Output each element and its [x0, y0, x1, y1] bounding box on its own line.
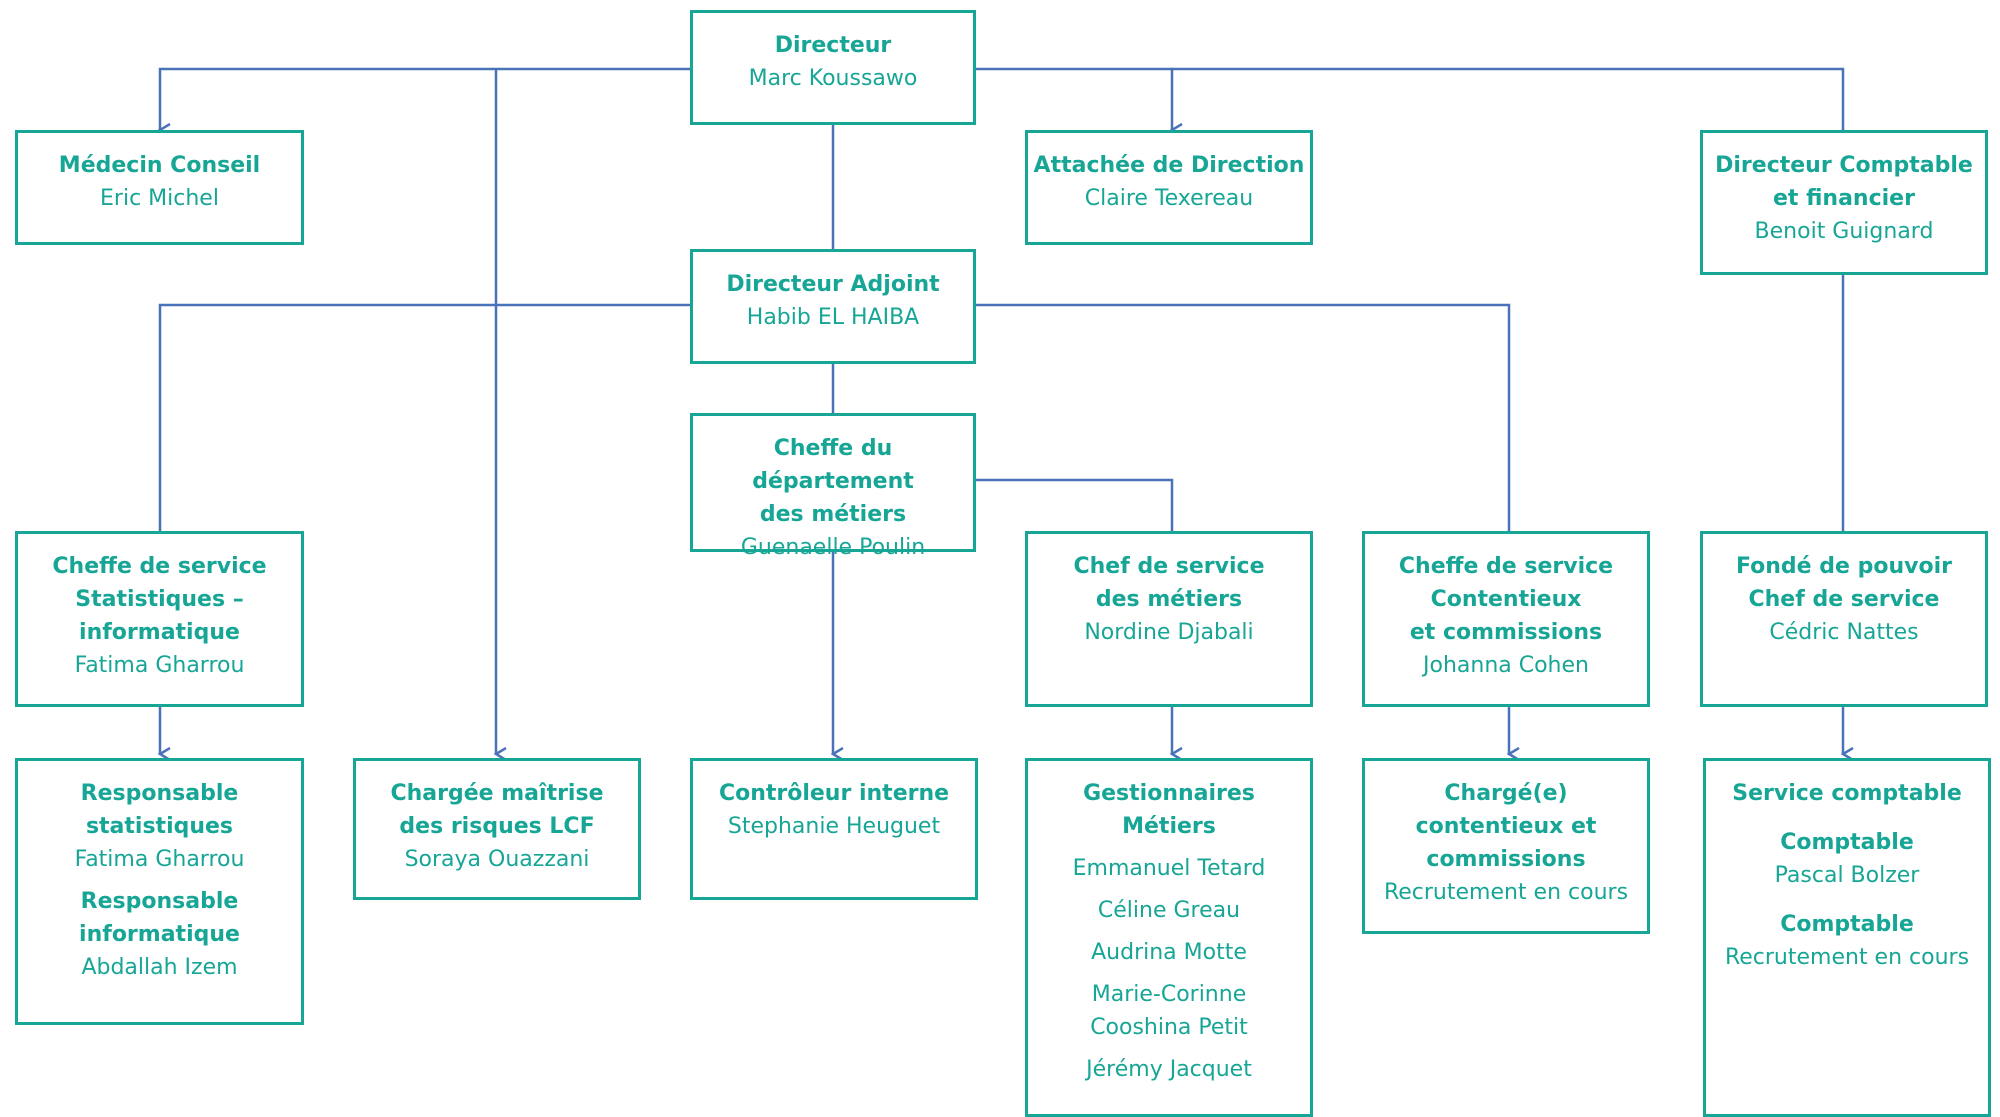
- line-directeur-medecin: [160, 67, 690, 130]
- gestionnaires-box: Gestionnaires Métiers Emmanuel Tetard Cé…: [1025, 758, 1313, 1117]
- directeur-box: Directeur Marc Koussawo: [690, 10, 976, 125]
- cheffe-departement-name: Guenaelle Poulin: [740, 535, 926, 560]
- charge-contentieux-box: Chargé(e) contentieux et commissions Rec…: [1362, 758, 1650, 934]
- gestionnaire-member: Céline Greau: [1097, 898, 1241, 923]
- responsable-statistiques-title: Responsable statistiques: [80, 781, 239, 839]
- directeur-name: Marc Koussawo: [748, 66, 918, 91]
- fonde-pouvoir-title: Fondé de pouvoir Chef de service: [1736, 554, 1952, 612]
- attachee-title: Attachée de Direction: [1033, 153, 1305, 178]
- comptable-1-name: Pascal Bolzer: [1774, 863, 1920, 888]
- gestionnaire-member: Marie-Corinne Cooshina Petit: [1090, 982, 1248, 1040]
- gestionnaire-member: Audrina Motte: [1091, 940, 1247, 965]
- directeur-comptable-title: Directeur Comptable et financier: [1715, 153, 1973, 211]
- directeur-adjoint-name: Habib EL HAIBA: [746, 305, 920, 330]
- line-directeur-attachee: [976, 67, 1172, 130]
- gestionnaire-member: Emmanuel Tetard: [1072, 856, 1266, 881]
- directeur-comptable-name: Benoit Guignard: [1754, 219, 1934, 244]
- charge-contentieux-title: Chargé(e) contentieux et commissions: [1415, 781, 1597, 872]
- medecin-title: Médecin Conseil: [58, 153, 261, 178]
- cheffe-contentieux-name: Johanna Cohen: [1423, 653, 1589, 678]
- controleur-box: Contrôleur interne Stephanie Heuguet: [690, 758, 978, 900]
- chargee-risques-name: Soraya Ouazzani: [404, 847, 590, 872]
- service-comptable-box: Service comptable Comptable Pascal Bolze…: [1703, 758, 1991, 1117]
- chef-metiers-name: Nordine Djabali: [1084, 620, 1254, 645]
- chargee-risques-title: Chargée maîtrise des risques LCF: [390, 781, 604, 839]
- gestionnaire-member: Jérémy Jacquet: [1086, 1057, 1252, 1082]
- fonde-pouvoir-name: Cédric Nattes: [1769, 620, 1919, 645]
- comptable-2-name: Recrutement en cours: [1724, 945, 1970, 970]
- responsable-informatique-title: Responsable informatique: [79, 889, 240, 947]
- chargee-risques-box: Chargée maîtrise des risques LCF Soraya …: [353, 758, 641, 900]
- cheffe-departement-title: Cheffe du département des métiers: [752, 436, 914, 527]
- cheffe-stat-name: Fatima Gharrou: [74, 653, 245, 678]
- directeur-comptable-box: Directeur Comptable et financier Benoit …: [1700, 130, 1988, 275]
- attachee-name: Claire Texereau: [1084, 186, 1254, 211]
- fonde-pouvoir-box: Fondé de pouvoir Chef de service Cédric …: [1700, 531, 1988, 707]
- chef-metiers-box: Chef de service des métiers Nordine Djab…: [1025, 531, 1313, 707]
- charge-contentieux-name: Recrutement en cours: [1383, 880, 1629, 905]
- responsable-statistiques-name: Fatima Gharrou: [74, 847, 245, 872]
- cheffe-contentieux-title: Cheffe de service Contentieux et commiss…: [1398, 554, 1614, 645]
- responsables-box: Responsable statistiques Fatima Gharrou …: [15, 758, 304, 1025]
- directeur-adjoint-box: Directeur Adjoint Habib EL HAIBA: [690, 249, 976, 364]
- service-comptable-title: Service comptable: [1732, 781, 1962, 806]
- cheffe-contentieux-box: Cheffe de service Contentieux et commiss…: [1362, 531, 1650, 707]
- chef-metiers-title: Chef de service des métiers: [1073, 554, 1265, 612]
- cheffe-stat-box: Cheffe de service Statistiques – informa…: [15, 531, 304, 707]
- gestionnaires-title: Gestionnaires Métiers: [1083, 781, 1255, 839]
- cheffe-departement-box: Cheffe du département des métiers Guenae…: [690, 413, 976, 560]
- medecin-conseil-box: Médecin Conseil Eric Michel: [15, 130, 304, 245]
- line-adjoint-contentieux: [976, 303, 1511, 531]
- directeur-adjoint-title: Directeur Adjoint: [726, 272, 940, 297]
- controleur-title: Contrôleur interne: [718, 781, 950, 806]
- line-adjoint-stat: [158, 303, 690, 531]
- directeur-title: Directeur: [774, 33, 892, 58]
- medecin-name: Eric Michel: [100, 186, 219, 211]
- line-directeur-comptable: [1172, 67, 1845, 130]
- attachee-direction-box: Attachée de Direction Claire Texereau: [1025, 130, 1313, 245]
- comptable-1-title: Comptable: [1780, 830, 1914, 855]
- line-departement-chef-metiers: [976, 478, 1174, 531]
- responsable-informatique-name: Abdallah Izem: [81, 955, 238, 980]
- cheffe-stat-title: Cheffe de service Statistiques – informa…: [52, 554, 267, 645]
- controleur-name: Stephanie Heuguet: [727, 814, 941, 839]
- comptable-2-title: Comptable: [1780, 912, 1914, 937]
